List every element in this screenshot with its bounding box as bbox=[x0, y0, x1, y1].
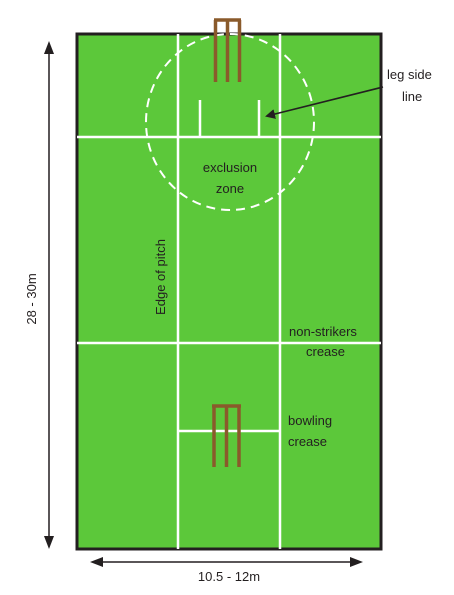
edge-of-pitch-label: Edge of pitch bbox=[153, 239, 168, 315]
width-dimension-label: 10.5 - 12m bbox=[198, 569, 260, 584]
non-strikers-crease-label-2: crease bbox=[306, 344, 345, 359]
exclusion-zone-label: exclusion bbox=[203, 160, 257, 175]
non-strikers-crease-label: non-strikers bbox=[289, 324, 357, 339]
exclusion-zone-circle bbox=[145, 33, 315, 211]
leg-side-line-label: leg side bbox=[387, 67, 432, 82]
top-stumps bbox=[213, 18, 242, 82]
leg-side-line-label-2: line bbox=[402, 89, 422, 104]
leg-side-arrow bbox=[265, 86, 384, 119]
exclusion-zone-label-2: zone bbox=[216, 181, 244, 196]
bottom-stumps bbox=[212, 404, 241, 467]
height-dimension-arrow bbox=[44, 41, 54, 549]
bowling-crease-label-2: crease bbox=[288, 434, 327, 449]
width-dimension-arrow bbox=[90, 557, 363, 567]
playing-field bbox=[75, 32, 383, 551]
bowling-crease-label: bowling bbox=[288, 413, 332, 428]
height-dimension-label: 28 - 30m bbox=[24, 273, 39, 324]
